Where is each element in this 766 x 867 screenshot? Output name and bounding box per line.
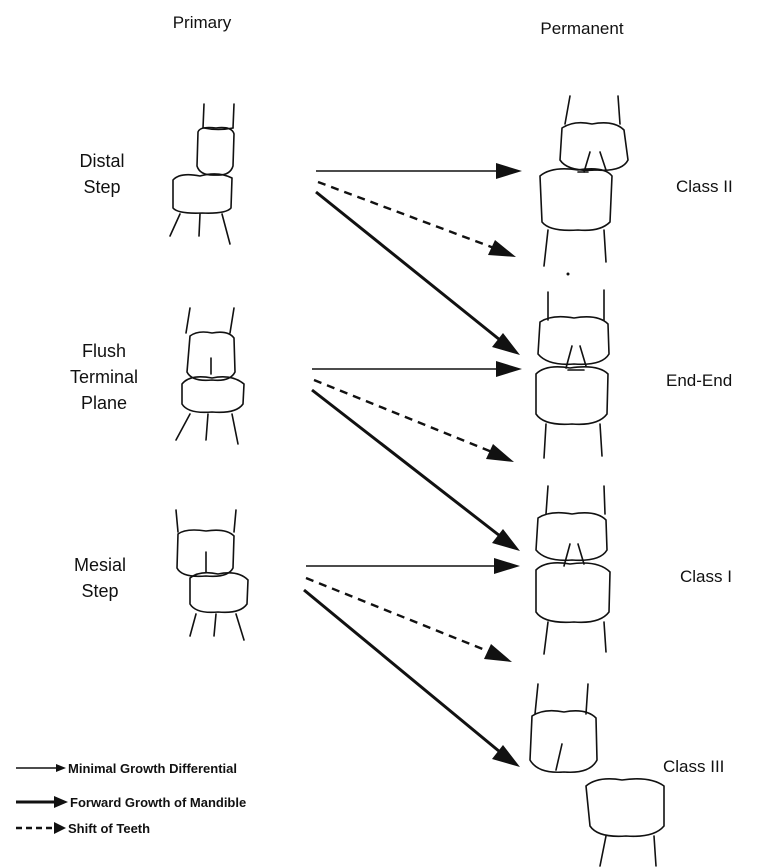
arrowhead-distal-shift <box>488 240 516 257</box>
legend-thin-arrowhead <box>56 764 66 772</box>
primary-mesial-step-tooth-pair <box>175 509 249 641</box>
permanent-label-class-i: Class I <box>680 567 732 586</box>
arrow-flush-to-class-i <box>311 388 501 538</box>
arrowhead-distal-to-end-end <box>492 333 520 355</box>
legend-label-forward-growth: Forward Growth of Mandible <box>70 795 246 810</box>
arrowhead-flush-shift <box>486 444 514 462</box>
legend-dashed-arrowhead <box>54 822 66 834</box>
primary-label-distal-step-line2: Step <box>83 177 120 197</box>
stray-dot <box>566 272 570 276</box>
legend-label-minimal-growth: Minimal Growth Differential <box>68 761 237 776</box>
primary-label-mesial-step-line2: Step <box>81 581 118 601</box>
arrowhead-mesial-to-class-iii <box>492 745 520 767</box>
permanent-label-class-ii: Class II <box>676 177 733 196</box>
arrow-mesial-shift <box>305 576 491 654</box>
permanent-header: Permanent <box>540 19 623 38</box>
primary-label-flush-line1: Flush <box>82 341 126 361</box>
primary-label-mesial-step-line1: Mesial <box>74 555 126 575</box>
arrowhead-flush-to-class-i <box>492 529 520 551</box>
permanent-class-iii-tooth-pair <box>529 683 665 867</box>
permanent-class-i-tooth-pair <box>535 485 611 655</box>
arrow-distal-to-end-end <box>315 190 501 342</box>
arrowhead-distal-to-class-ii <box>496 163 522 179</box>
arrow-distal-shift <box>317 180 495 250</box>
arrow-mesial-to-class-iii <box>303 588 501 754</box>
arrowhead-mesial-to-class-i <box>494 558 520 574</box>
primary-label-distal-step-line1: Distal <box>79 151 124 171</box>
arrowhead-flush-to-end-end <box>496 361 522 377</box>
arrow-flush-shift <box>313 378 493 454</box>
arrowhead-mesial-shift <box>484 644 512 662</box>
primary-flush-terminal-plane-tooth-pair <box>175 307 245 445</box>
permanent-label-class-iii: Class III <box>663 757 724 776</box>
primary-distal-step-tooth-pair <box>169 103 235 245</box>
permanent-label-end-end: End-End <box>666 371 732 390</box>
permanent-end-end-tooth-pair <box>535 289 610 459</box>
primary-label-flush-line3: Plane <box>81 393 127 413</box>
legend-thick-arrowhead <box>54 796 68 808</box>
legend-label-shift-of-teeth: Shift of Teeth <box>68 821 150 836</box>
primary-header: Primary <box>173 13 232 32</box>
primary-label-flush-line2: Terminal <box>70 367 138 387</box>
permanent-class-ii-tooth-pair <box>539 95 629 267</box>
legend: Minimal Growth Differential Forward Grow… <box>16 761 246 836</box>
